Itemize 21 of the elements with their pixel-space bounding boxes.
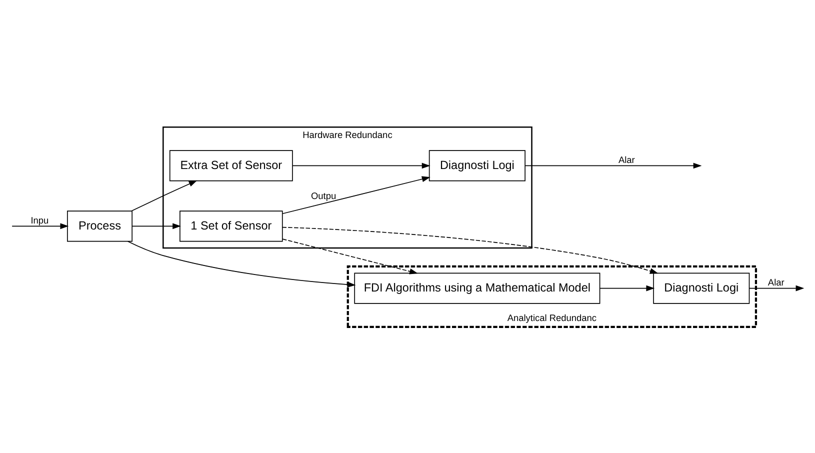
node-box: 1 Set of Sensor bbox=[180, 210, 283, 242]
node-box: Diagnosti Logi bbox=[653, 272, 750, 304]
arrow bbox=[12, 222, 69, 229]
arrow bbox=[131, 180, 198, 211]
arrow bbox=[524, 162, 702, 168]
edge-label: Inpu bbox=[30, 214, 49, 225]
node-box: Diagnosti Logi bbox=[428, 150, 526, 181]
arrow bbox=[282, 226, 658, 274]
edge-label: Alar bbox=[768, 277, 784, 288]
arrow bbox=[292, 162, 430, 168]
edge-label: Alar bbox=[618, 154, 635, 165]
node-box: Process bbox=[67, 210, 132, 242]
node-box: FDI Algorithms using a Mathematical Model bbox=[354, 272, 600, 304]
node-box: Extra Set of Sensor bbox=[169, 150, 293, 181]
arrow bbox=[282, 176, 430, 214]
arrow bbox=[127, 240, 356, 287]
arrow bbox=[132, 222, 181, 229]
arrow bbox=[600, 284, 655, 291]
arrow bbox=[282, 238, 418, 274]
edge-label: Outpu bbox=[310, 190, 336, 201]
arrow bbox=[748, 284, 804, 291]
